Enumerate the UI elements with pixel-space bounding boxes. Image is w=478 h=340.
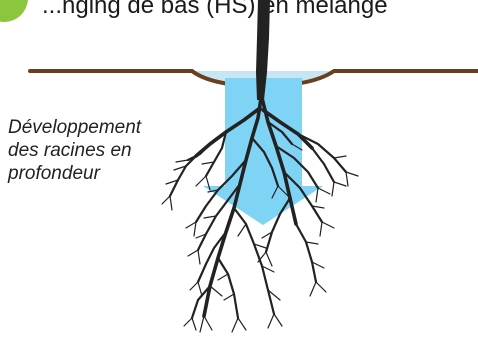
root-development-caption: Développement des racines en profondeur	[8, 116, 208, 185]
caption-line-1: Développement	[8, 116, 208, 139]
caption-line-3: profondeur	[8, 162, 208, 185]
caption-line-2: des racines en	[8, 139, 208, 162]
